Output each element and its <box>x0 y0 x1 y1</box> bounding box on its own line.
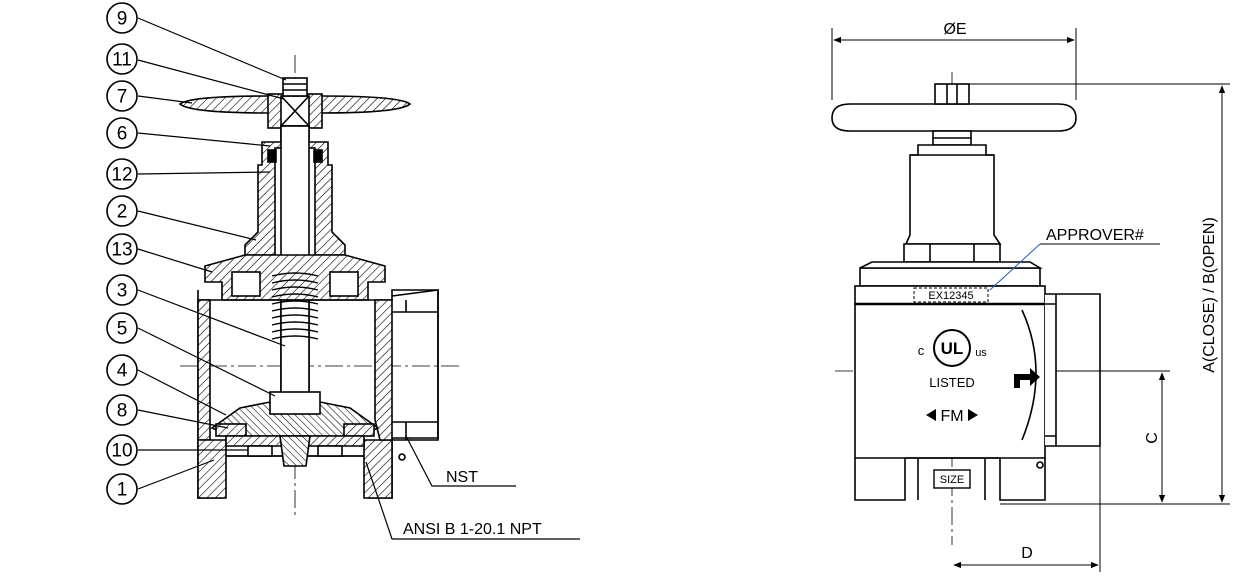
svg-text:8: 8 <box>117 401 128 422</box>
svg-text:11: 11 <box>112 50 132 71</box>
approver-plate <box>913 287 989 303</box>
leader-lines <box>137 17 580 540</box>
dimension-c: C <box>1144 432 1161 444</box>
balloon: 8 <box>106 394 138 426</box>
section-view <box>178 55 462 515</box>
balloon: 9 <box>106 2 138 34</box>
svg-text:12: 12 <box>111 165 132 186</box>
dimension-e: ØE <box>943 21 966 38</box>
size-label: SIZE <box>940 474 964 486</box>
listed-text: LISTED <box>929 375 975 390</box>
balloon: 2 <box>106 195 138 227</box>
nst-callout: NST <box>446 469 478 486</box>
dimension-a-b: A(CLOSE) / B(OPEN) <box>1201 217 1218 373</box>
svg-text:9: 9 <box>117 9 128 30</box>
svg-text:UL: UL <box>941 339 964 358</box>
ul-listed-mark: c UL us LISTED <box>918 329 987 390</box>
balloon: 5 <box>106 312 138 344</box>
dimension-d: D <box>1021 545 1033 562</box>
exterior-view <box>831 72 1115 545</box>
svg-text:FM: FM <box>940 408 963 425</box>
svg-text:4: 4 <box>117 361 128 382</box>
npt-callout: ANSI B 1-20.1 NPT <box>403 521 542 538</box>
balloon: 7 <box>106 80 138 112</box>
svg-text:10: 10 <box>111 441 132 462</box>
balloon: 12 <box>106 158 138 190</box>
balloon: 3 <box>106 274 138 306</box>
svg-text:1: 1 <box>117 480 128 501</box>
flow-arrow-icon <box>1014 368 1040 388</box>
balloon: 13 <box>106 233 138 265</box>
svg-text:13: 13 <box>111 240 132 261</box>
svg-text:5: 5 <box>117 319 128 340</box>
size-plate <box>933 469 971 489</box>
balloon: 6 <box>106 117 138 149</box>
approver-label: APPROVER# <box>1046 227 1144 244</box>
approver-number: EX12345 <box>928 290 973 302</box>
balloon: 4 <box>106 354 138 386</box>
svg-text:7: 7 <box>117 87 128 108</box>
balloons: 9 11 7 6 12 2 13 3 5 4 8 10 1 <box>106 2 138 505</box>
balloon: 11 <box>106 43 138 75</box>
svg-text:6: 6 <box>117 124 128 145</box>
balloon: 10 <box>106 434 138 466</box>
fm-mark: FM <box>926 408 978 425</box>
balloon: 1 <box>106 473 138 505</box>
dimension-lines <box>831 28 1230 572</box>
svg-text:us: us <box>975 347 987 359</box>
svg-text:3: 3 <box>117 281 128 302</box>
svg-text:c: c <box>918 343 925 358</box>
svg-text:2: 2 <box>117 202 128 223</box>
